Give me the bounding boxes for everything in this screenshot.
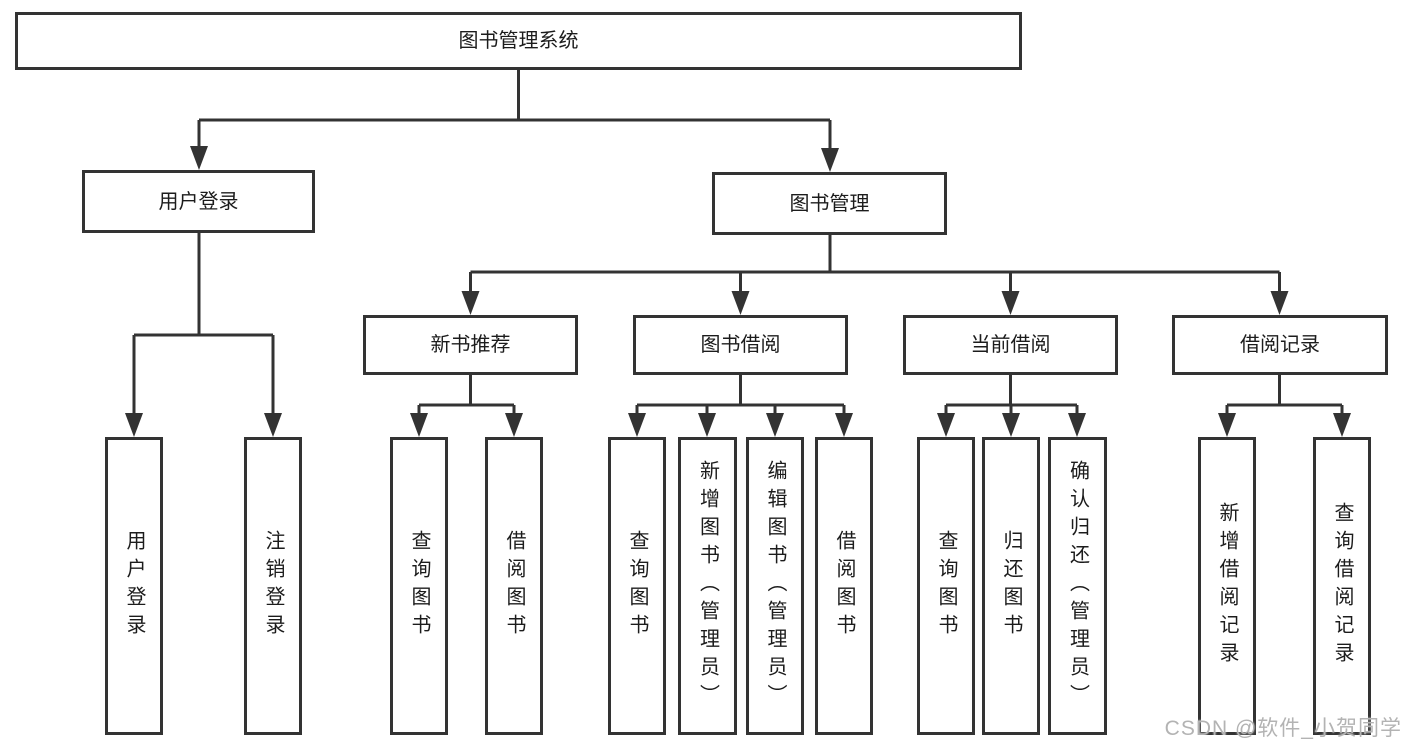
leaf-query-borrow-record-label: 查询借阅记录	[1331, 502, 1353, 670]
leaf-query-books-borrow: 查询图书	[608, 437, 666, 735]
arrowhead-icon	[731, 291, 750, 315]
leaf-query-books-recommend: 查询图书	[390, 437, 448, 735]
leaf-query-books-recommend-label: 查询图书	[408, 530, 430, 642]
arrowhead-icon	[1333, 413, 1351, 437]
leaf-add-borrow-record: 新增借阅记录	[1198, 437, 1256, 735]
arrowhead-icon	[835, 413, 853, 437]
leaf-add-book-admin: 新增图书（管理员）	[678, 437, 737, 735]
leaf-borrow-books-label: 借阅图书	[833, 530, 855, 642]
leaf-borrow-books-recommend-label: 借阅图书	[503, 530, 525, 642]
leaf-logout: 注销登录	[244, 437, 302, 735]
leaf-borrow-books-recommend: 借阅图书	[485, 437, 543, 735]
leaf-edit-book-admin-label: 编辑图书（管理员）	[764, 460, 786, 712]
arrowhead-icon	[410, 413, 428, 437]
node-current-borrowing: 当前借阅	[903, 315, 1118, 375]
leaf-query-books-borrow-label: 查询图书	[626, 530, 648, 642]
leaf-user-login: 用户登录	[105, 437, 163, 735]
arrowhead-icon	[461, 291, 480, 315]
leaf-borrow-books: 借阅图书	[815, 437, 873, 735]
csdn-watermark: CSDN @软件_小贺同学	[1164, 717, 1402, 740]
node-root-system: 图书管理系统	[15, 12, 1022, 70]
arrowhead-icon	[766, 413, 784, 437]
arrowhead-icon	[821, 148, 839, 172]
node-new-book-recommendation: 新书推荐	[363, 315, 578, 375]
leaf-return-book: 归还图书	[982, 437, 1040, 735]
arrowhead-icon	[698, 413, 716, 437]
arrowhead-icon	[1270, 291, 1289, 315]
leaf-add-book-admin-label: 新增图书（管理员）	[696, 460, 719, 712]
arrowhead-icon	[125, 413, 143, 437]
node-user-login: 用户登录	[82, 170, 315, 233]
leaf-edit-book-admin: 编辑图书（管理员）	[746, 437, 804, 735]
arrowhead-icon	[1002, 413, 1020, 437]
arrowhead-icon	[937, 413, 955, 437]
leaf-query-books-current: 查询图书	[917, 437, 975, 735]
arrowhead-icon	[628, 413, 646, 437]
arrowhead-icon	[505, 413, 523, 437]
arrowhead-icon	[1068, 413, 1086, 437]
leaf-logout-label: 注销登录	[262, 530, 284, 642]
leaf-confirm-return-admin-label: 确认归还（管理员）	[1066, 460, 1089, 712]
node-book-borrowing: 图书借阅	[633, 315, 848, 375]
node-book-management: 图书管理	[712, 172, 947, 235]
arrowhead-icon	[1218, 413, 1236, 437]
leaf-query-books-current-label: 查询图书	[935, 530, 957, 642]
node-borrowing-records: 借阅记录	[1172, 315, 1388, 375]
arrowhead-icon	[264, 413, 282, 437]
leaf-query-borrow-record: 查询借阅记录	[1313, 437, 1371, 735]
arrowhead-icon	[1001, 291, 1020, 315]
leaf-add-borrow-record-label: 新增借阅记录	[1216, 502, 1238, 670]
leaf-confirm-return-admin: 确认归还（管理员）	[1048, 437, 1107, 735]
arrowhead-icon	[190, 146, 208, 170]
connector-path	[132, 70, 1344, 417]
leaf-user-login-label: 用户登录	[123, 530, 145, 642]
leaf-return-book-label: 归还图书	[1000, 530, 1022, 642]
